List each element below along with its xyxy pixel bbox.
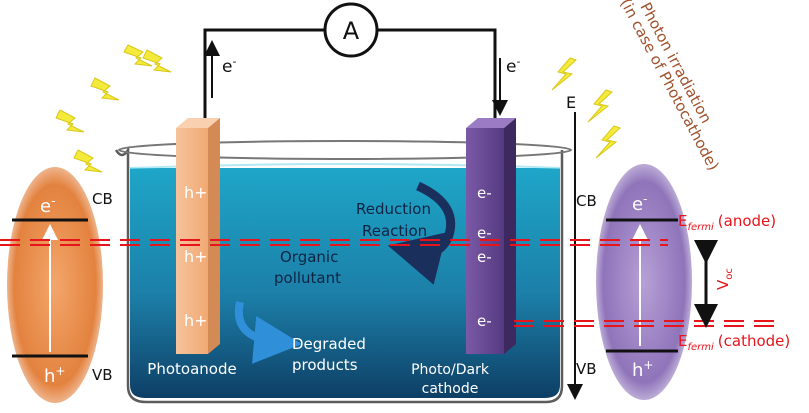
anode-holes: h+ h+ h+: [184, 183, 208, 330]
cathode-electrode: [466, 118, 516, 354]
fermi-cathode-line: [514, 320, 775, 327]
degradation-curved-arrow: [234, 301, 302, 364]
cathode-band-blob: [596, 164, 692, 400]
cathode-electron-1: e-: [477, 184, 492, 202]
cathode-vb-label: VB: [576, 360, 597, 378]
anode-band-electron: e-: [40, 194, 55, 217]
photon-note-line2: (in case of Photocathode): [616, 0, 722, 174]
electron-label-right: e-: [506, 55, 520, 77]
beaker: [114, 145, 564, 404]
energy-axis-label: E: [566, 93, 576, 112]
ammeter-icon: [323, 2, 379, 58]
anode-cb-label: CB: [92, 190, 113, 208]
lightning-bolt-icon: [73, 149, 103, 173]
beaker-rim: [118, 140, 572, 160]
photoanode-label: Photoanode: [147, 360, 236, 378]
voc-label: Voc: [714, 268, 735, 290]
circuit-wire: [203, 28, 497, 120]
cathode-label-line1: Photo/Dark: [411, 362, 490, 378]
fermi-anode-line: [0, 239, 668, 246]
cathode-label-line2: cathode: [422, 381, 479, 397]
cathode-electron-4: e-: [477, 312, 492, 330]
cathode-band-electron: e-: [632, 192, 647, 215]
lightning-bolt-icon: [142, 49, 172, 73]
cathode-electrons: e- e- e- e-: [477, 184, 492, 330]
cathode-electron-2: e-: [477, 224, 492, 242]
electron-label-left: e-: [222, 55, 236, 77]
anode-band-blob: [7, 167, 103, 403]
anode-hole-3: h+: [184, 311, 208, 330]
lightning-bolt-icon: [123, 44, 153, 67]
cathode-cb-label: CB: [576, 192, 597, 210]
reduction-curved-arrow: [387, 181, 456, 285]
reduction-label-line1: Reduction: [356, 200, 431, 218]
cathode-electron-3: e-: [477, 248, 492, 266]
reduction-label-line2: Reaction: [362, 222, 427, 240]
organic-pollutant-line1: Organic: [280, 248, 338, 266]
anode-hole-1: h+: [184, 183, 208, 202]
cathode-band-hole: h+: [632, 358, 653, 381]
lightning-bolt-icon: [90, 77, 120, 101]
organic-pollutant-line2: pollutant: [274, 269, 341, 287]
anode-vb-label: VB: [92, 366, 113, 384]
lightning-bolt-icon: [55, 109, 85, 133]
anode-band-hole: h+: [44, 364, 65, 387]
degraded-products-line2: products: [292, 356, 358, 374]
anode-hole-2: h+: [184, 247, 208, 266]
lightning-bolt-icons: [55, 44, 621, 173]
fermi-anode-label: Efermi(anode): [678, 212, 776, 233]
lightning-bolt-icon: [595, 125, 621, 159]
degraded-products-line1: Degraded: [292, 335, 366, 353]
lightning-bolt-icon: [551, 57, 577, 91]
lightning-bolt-icon: [587, 89, 613, 123]
ammeter-label: A: [343, 17, 360, 45]
fermi-cathode-label: Efermi(cathode): [678, 332, 790, 353]
